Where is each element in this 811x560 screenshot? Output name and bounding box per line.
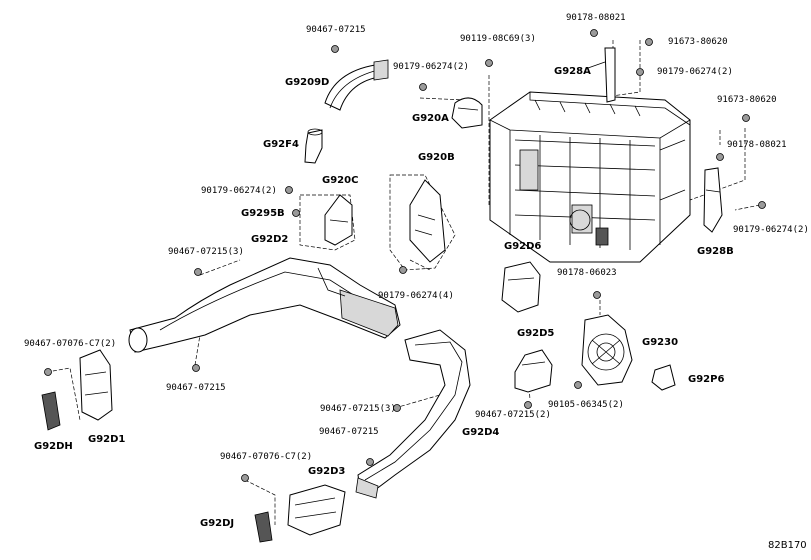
label-91673-80620-a: 91673-80620 bbox=[668, 37, 728, 47]
diagram-reference-code: 82B170 bbox=[768, 540, 807, 551]
label-90467-07215-2: 90467-07215(2) bbox=[475, 410, 551, 420]
label-g9230: G9230 bbox=[642, 337, 679, 348]
label-g9209d: G9209D bbox=[285, 77, 330, 88]
label-g92p6: G92P6 bbox=[688, 374, 725, 385]
label-90178-06023: 90178-06023 bbox=[557, 268, 617, 278]
part-g92d1 bbox=[79, 349, 113, 421]
label-90179-06274-d: 90179-06274(2) bbox=[733, 225, 809, 235]
battery-pack-assembly bbox=[489, 91, 691, 263]
label-g92dh: G92DH bbox=[34, 441, 73, 452]
bracket-g928a bbox=[587, 47, 616, 103]
label-g92d1: G92D1 bbox=[88, 434, 126, 445]
elbow-g92f4 bbox=[304, 128, 323, 164]
label-90179-06274-b: 90179-06274(2) bbox=[657, 67, 733, 77]
label-90467-07076-b: 90467-07076-C7(2) bbox=[220, 452, 313, 462]
part-g92p6 bbox=[651, 364, 676, 391]
label-90467-07215-c: 90467-07215 bbox=[319, 427, 379, 437]
label-90179-06274-4: 90179-06274(4) bbox=[378, 291, 454, 301]
part-g92d5 bbox=[514, 349, 553, 393]
label-g92d5: G92D5 bbox=[517, 328, 555, 339]
fasteners bbox=[44, 29, 766, 482]
bracket-g928b bbox=[703, 167, 723, 233]
label-g92dj: G92DJ bbox=[200, 518, 235, 529]
label-90178-08021-a: 90178-08021 bbox=[566, 13, 626, 23]
label-g920b: G920B bbox=[418, 152, 455, 163]
label-g92f4: G92F4 bbox=[263, 139, 299, 150]
label-g928b: G928B bbox=[697, 246, 734, 257]
label-g928a: G928A bbox=[554, 66, 591, 77]
label-g920c: G920C bbox=[322, 175, 359, 186]
label-90119-08c69: 90119-08C69(3) bbox=[460, 34, 536, 44]
label-90105-06345: 90105-06345(2) bbox=[548, 400, 624, 410]
duct-g92d2 bbox=[128, 257, 401, 353]
label-g92d2: G92D2 bbox=[251, 234, 289, 245]
label-g9295b: G9295B bbox=[241, 208, 285, 219]
label-90178-08021-b: 90178-08021 bbox=[727, 140, 787, 150]
label-91673-80620-b: 91673-80620 bbox=[717, 95, 777, 105]
part-g92dh bbox=[41, 391, 61, 431]
duct-g92d4 bbox=[355, 329, 471, 499]
part-g92dj bbox=[254, 511, 273, 543]
label-90179-06274-a: 90179-06274(2) bbox=[393, 62, 469, 72]
part-g92d6 bbox=[501, 261, 541, 313]
label-g92d4: G92D4 bbox=[462, 427, 500, 438]
blower-g9230 bbox=[581, 314, 633, 386]
label-90467-07215-3a: 90467-07215(3) bbox=[168, 247, 244, 257]
duct-g9209d bbox=[324, 59, 389, 111]
label-90467-07215-a: 90467-07215 bbox=[306, 25, 366, 35]
bracket-g920c bbox=[324, 194, 353, 246]
label-90179-06274-c: 90179-06274(2) bbox=[201, 186, 277, 196]
label-90467-07076-a: 90467-07076-C7(2) bbox=[24, 339, 117, 349]
part-g920a bbox=[451, 97, 483, 129]
bracket-g920b bbox=[409, 179, 446, 263]
label-g92d6: G92D6 bbox=[504, 241, 542, 252]
label-90467-07215-b: 90467-07215 bbox=[166, 383, 226, 393]
part-g92d3 bbox=[287, 484, 346, 536]
label-g920a: G920A bbox=[412, 113, 449, 124]
label-g92d3: G92D3 bbox=[308, 466, 346, 477]
label-90467-07215-3b: 90467-07215(3) bbox=[320, 404, 396, 414]
